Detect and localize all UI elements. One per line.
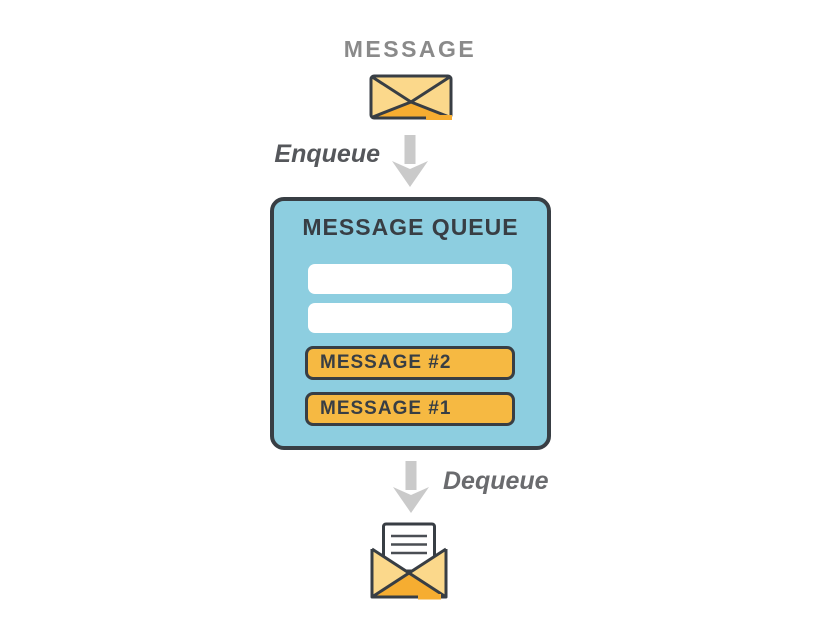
closed-envelope-icon xyxy=(369,74,453,120)
empty-queue-slot xyxy=(308,264,512,294)
dequeue-label: Dequeue xyxy=(443,467,549,495)
message-queue-box: MESSAGE QUEUE MESSAGE #2 MESSAGE #1 xyxy=(270,197,551,450)
empty-queue-slot xyxy=(308,303,512,333)
down-arrow-icon xyxy=(393,461,429,513)
diagram-title: MESSAGE xyxy=(343,36,477,62)
down-arrow-icon xyxy=(392,135,428,187)
open-envelope-with-letter-icon xyxy=(370,522,448,600)
queue-message-2: MESSAGE #2 xyxy=(305,346,515,380)
queue-title: MESSAGE QUEUE xyxy=(302,214,519,240)
enqueue-label: Enqueue xyxy=(274,140,380,168)
queue-message-1: MESSAGE #1 xyxy=(305,392,515,426)
